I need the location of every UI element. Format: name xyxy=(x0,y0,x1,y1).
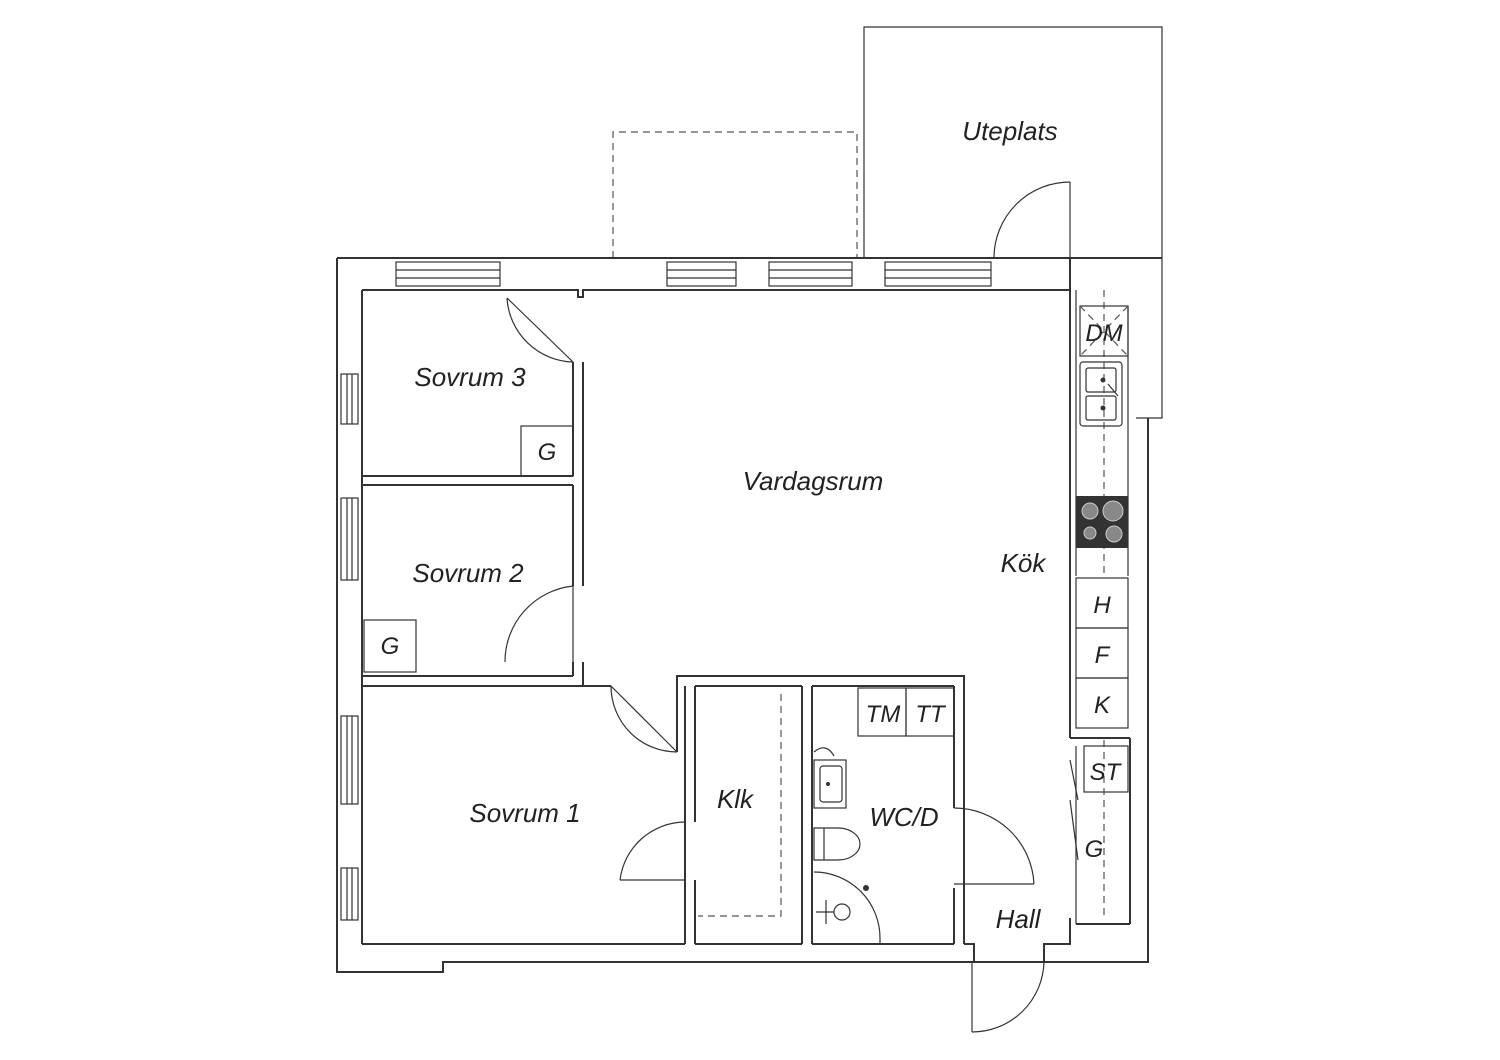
dishwasher xyxy=(1079,305,1129,357)
label-sovrum-2: Sovrum 2 xyxy=(412,558,524,588)
label-f: F xyxy=(1095,642,1111,669)
patio-outline xyxy=(863,26,1163,419)
laundry-boxes xyxy=(857,687,955,737)
kitchen-cabinets xyxy=(1075,577,1129,729)
label-h: H xyxy=(1093,592,1111,619)
hall-storage xyxy=(1069,745,1129,924)
label-klk: Klk xyxy=(717,784,755,814)
fixture-labels: DM G G H F K ST G TM TT xyxy=(381,320,1123,863)
room-labels: Uteplats Sovrum 3 Sovrum 2 Sovrum 1 Vard… xyxy=(412,116,1057,934)
balcony-dashed-outline xyxy=(612,131,858,258)
label-uteplats: Uteplats xyxy=(962,116,1057,146)
top-windows xyxy=(395,261,992,287)
label-st: ST xyxy=(1090,759,1123,786)
label-hall: Hall xyxy=(996,904,1042,934)
label-tt: TT xyxy=(915,701,947,728)
label-sovrum-3: Sovrum 3 xyxy=(414,362,526,392)
stove xyxy=(1076,496,1128,548)
label-kok: Kök xyxy=(1001,548,1048,578)
label-tm: TM xyxy=(866,701,901,728)
closet-dashed xyxy=(698,694,782,917)
label-wc-d: WC/D xyxy=(869,802,938,832)
doors xyxy=(504,181,1071,1033)
label-g-sovrum-3: G xyxy=(538,439,557,466)
label-dm: DM xyxy=(1085,320,1122,347)
label-sovrum-1: Sovrum 1 xyxy=(469,798,580,828)
label-k: K xyxy=(1094,692,1111,719)
kitchen-sink xyxy=(1079,361,1123,427)
bathroom-fixtures xyxy=(813,747,881,944)
label-g-hall: G xyxy=(1085,836,1104,863)
label-vardagsrum: Vardagsrum xyxy=(743,466,884,496)
wardrobe-boxes xyxy=(363,425,574,673)
label-g-sovrum-2: G xyxy=(381,633,400,660)
left-windows xyxy=(340,373,359,921)
